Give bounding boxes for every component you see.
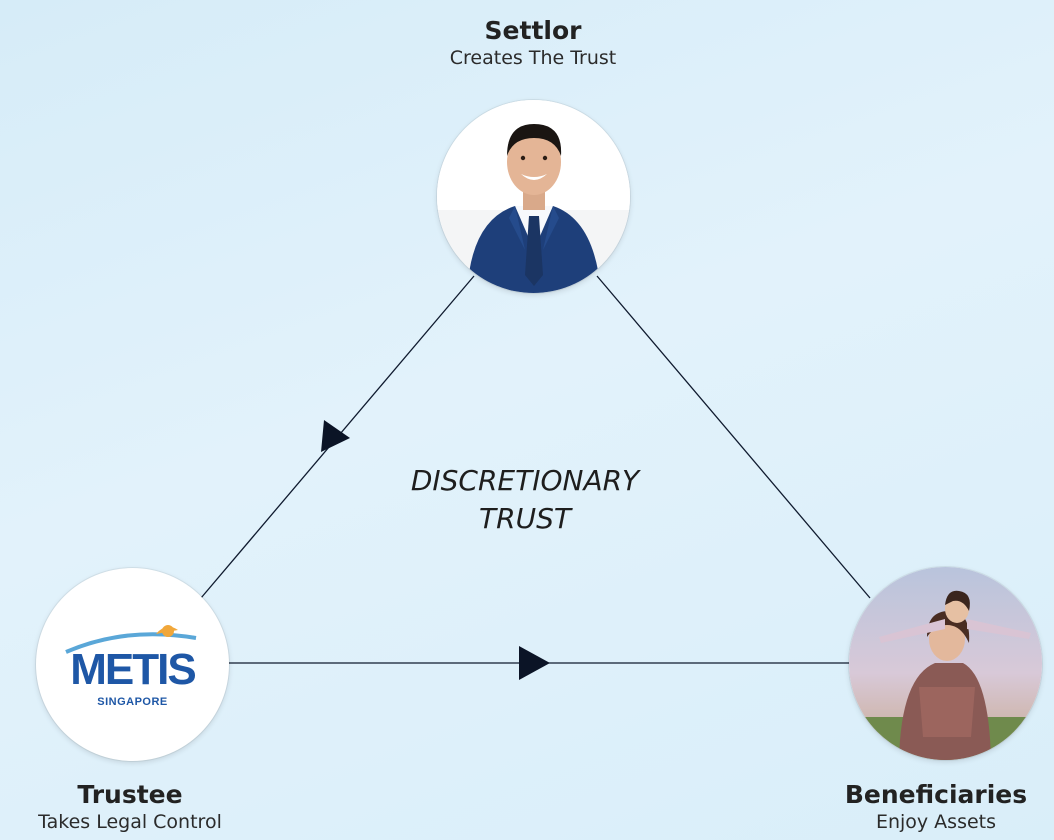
- settlor-avatar: [437, 100, 630, 293]
- metis-logo-icon: [65, 625, 197, 654]
- settlor-label: Settlor Creates The Trust: [383, 16, 683, 70]
- family-photo-icon: [849, 567, 1042, 760]
- settlor-description: Creates The Trust: [449, 47, 617, 69]
- trustee-logo-word: METIS: [70, 645, 196, 694]
- businessman-photo-icon: [437, 100, 630, 293]
- beneficiaries-label: Beneficiaries Enjoy Assets: [818, 780, 1054, 834]
- trustee-logo-subtitle: SINGAPORE: [97, 696, 168, 708]
- arrowhead-to-beneficiaries: [519, 646, 550, 680]
- center-label-line2: TRUST: [479, 502, 571, 535]
- edge-settlor-beneficiaries: [596, 275, 871, 599]
- center-label-line1: DISCRETIONARY: [410, 464, 640, 497]
- center-label: DISCRETIONARY TRUST: [340, 462, 710, 538]
- trustee-title: Trustee: [77, 780, 183, 809]
- trustee-logo-circle: METIS SINGAPORE: [36, 568, 229, 761]
- trustee-label: Trustee Takes Legal Control: [0, 780, 260, 834]
- beneficiaries-description: Enjoy Assets: [875, 811, 997, 833]
- settlor-title: Settlor: [484, 16, 582, 45]
- beneficiaries-avatar: [849, 567, 1042, 760]
- arrowhead-to-trustee: [321, 420, 350, 452]
- trustee-description: Takes Legal Control: [38, 811, 222, 833]
- beneficiaries-title: Beneficiaries: [844, 780, 1028, 809]
